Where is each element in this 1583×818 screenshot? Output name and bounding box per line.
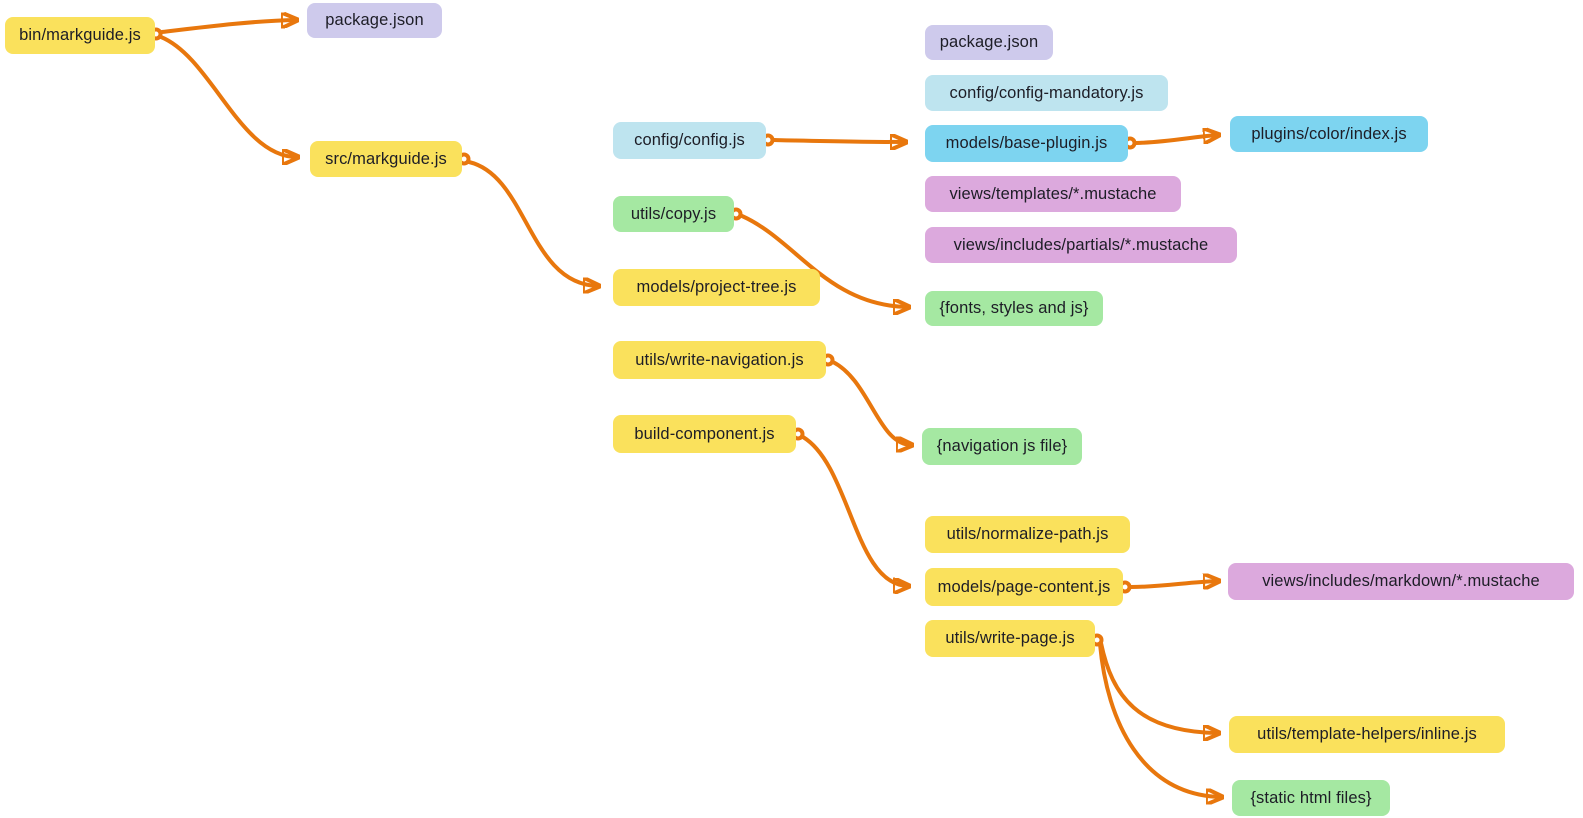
node-config-config-mandatory-js: config/config-mandatory.js xyxy=(925,75,1168,111)
node-utils-write-navigation-js: utils/write-navigation.js xyxy=(613,341,826,379)
node-utils-write-page-js: utils/write-page.js xyxy=(925,620,1095,657)
edge-src-markguide-to-models-project-tree xyxy=(467,160,598,286)
edge-utils-write-page-to-static-html-files xyxy=(1098,642,1221,797)
edge-bin-markguide-to-package-json xyxy=(160,20,296,34)
edge-config-config-to-models-base-plugin xyxy=(772,140,905,142)
node-src-markguide-js: src/markguide.js xyxy=(310,141,462,177)
node-views-templates-mustache: views/templates/*.mustache xyxy=(925,176,1181,212)
edge-bin-markguide-to-src-markguide xyxy=(159,35,297,157)
node-plugins-color-index-js: plugins/color/index.js xyxy=(1230,116,1428,152)
node-models-base-plugin-js: models/base-plugin.js xyxy=(925,125,1128,162)
node-models-page-content-js: models/page-content.js xyxy=(925,568,1123,606)
node-models-project-tree-js: models/project-tree.js xyxy=(613,269,820,306)
node-fonts-styles-and-js: {fonts, styles and js} xyxy=(925,291,1103,326)
node-utils-copy-js: utils/copy.js xyxy=(613,196,734,232)
node-config-config-js: config/config.js xyxy=(613,122,766,159)
node-bin-markguide-js: bin/markguide.js xyxy=(5,17,155,54)
node-utils-template-helpers-inline-js: utils/template-helpers/inline.js xyxy=(1229,716,1505,753)
edge-build-component-to-models-page-content xyxy=(801,435,908,586)
node-static-html-files: {static html files} xyxy=(1232,780,1390,816)
edge-utils-write-page-to-template-helpers-inline xyxy=(1099,641,1218,733)
edge-utils-write-navigation-to-navigation-js-file xyxy=(831,360,911,445)
node-package-json: package.json xyxy=(925,25,1053,60)
node-build-component-js: build-component.js xyxy=(613,415,796,453)
node-package-json-top: package.json xyxy=(307,3,442,38)
node-navigation-js-file: {navigation js file} xyxy=(922,428,1082,465)
node-utils-normalize-path-js: utils/normalize-path.js xyxy=(925,516,1130,553)
edge-models-base-plugin-to-plugins-color-index xyxy=(1134,135,1218,145)
edge-models-page-content-to-views-includes-markdown xyxy=(1129,581,1218,587)
node-views-includes-partials-mustache: views/includes/partials/*.mustache xyxy=(925,227,1237,263)
node-views-includes-markdown-mustache: views/includes/markdown/*.mustache xyxy=(1228,563,1574,600)
